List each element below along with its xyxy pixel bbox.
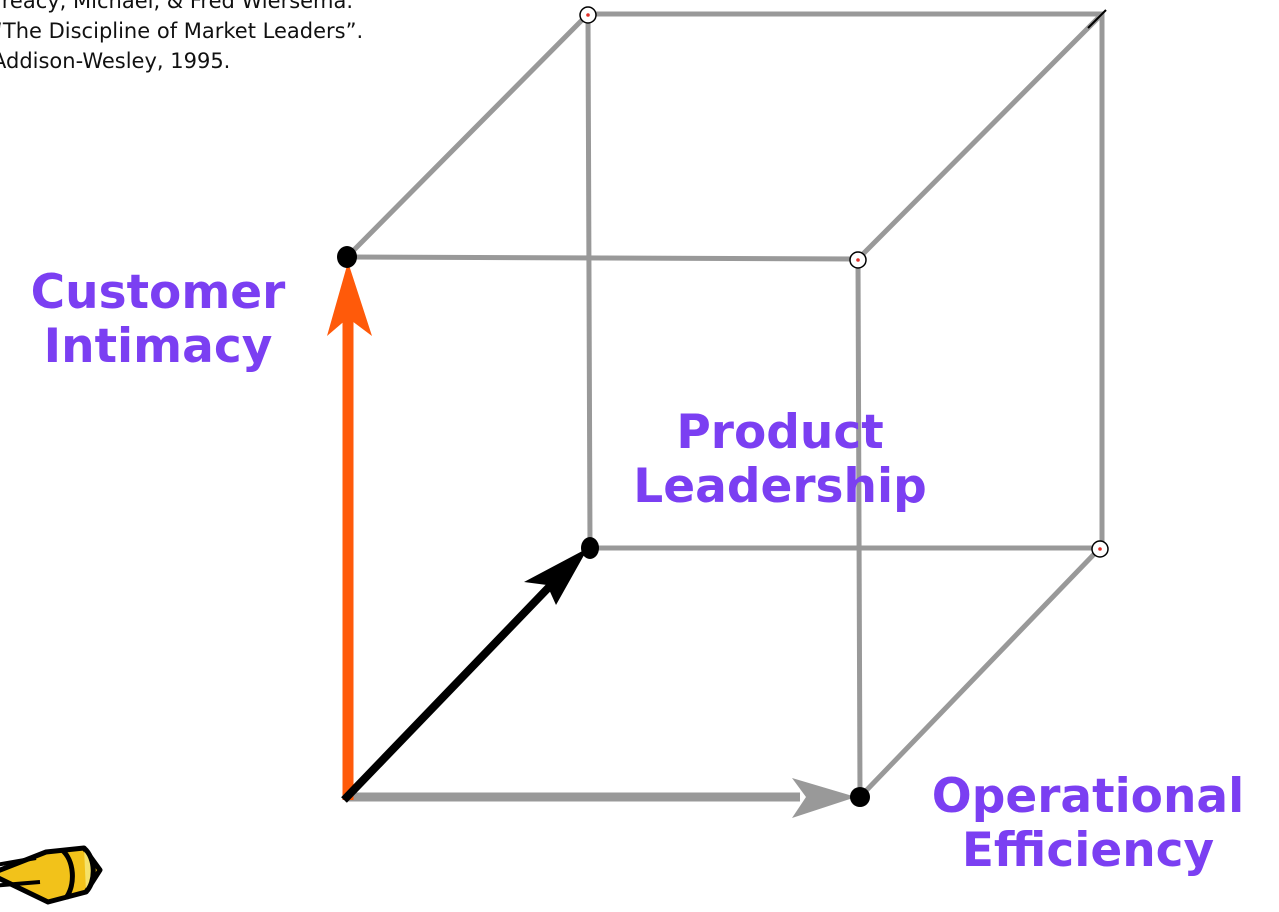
- vertex-marker: [581, 537, 599, 559]
- cube-edge: [585, 11, 593, 551]
- cube-edge: [855, 256, 863, 800]
- citation-line: “The Discipline of Market Leaders”.: [0, 19, 364, 43]
- citation-line: Addison-Wesley, 1995.: [0, 49, 231, 73]
- corner-tick: [1087, 9, 1107, 29]
- label-line: Customer: [30, 265, 286, 320]
- product-leadership-arrow: [341, 548, 588, 803]
- hollow-vertex-marker: [849, 251, 867, 269]
- label-line: Efficiency: [961, 823, 1215, 878]
- citation: Treacy, Michael, & Fred Wiersema. “The D…: [0, 0, 363, 76]
- customer-intimacy-arrow: [327, 262, 372, 800]
- customer-intimacy-label: Customer Intimacy: [8, 266, 308, 374]
- vertex-marker: [850, 787, 870, 807]
- label-line: Leadership: [633, 459, 927, 514]
- cube-edge: [344, 11, 591, 260]
- label-line: Operational: [931, 769, 1245, 824]
- cube-edge: [857, 545, 1103, 800]
- operational-efficiency-arrow: [345, 778, 856, 818]
- hollow-vertex-marker: [1091, 540, 1109, 558]
- vertex-marker: [337, 246, 357, 268]
- citation-line: Treacy, Michael, & Fred Wiersema.: [0, 0, 354, 13]
- cube-edge: [855, 11, 1105, 262]
- cube-edge: [344, 254, 861, 262]
- cube-edges: [344, 11, 1105, 800]
- pencil-icon: [0, 845, 103, 905]
- product-leadership-label: Product Leadership: [600, 406, 960, 514]
- operational-efficiency-label: Operational Efficiency: [898, 770, 1278, 878]
- vertex-markers: [337, 6, 1109, 807]
- label-line: Intimacy: [43, 319, 273, 374]
- label-line: Product: [676, 405, 884, 460]
- hollow-vertex-marker: [579, 6, 597, 24]
